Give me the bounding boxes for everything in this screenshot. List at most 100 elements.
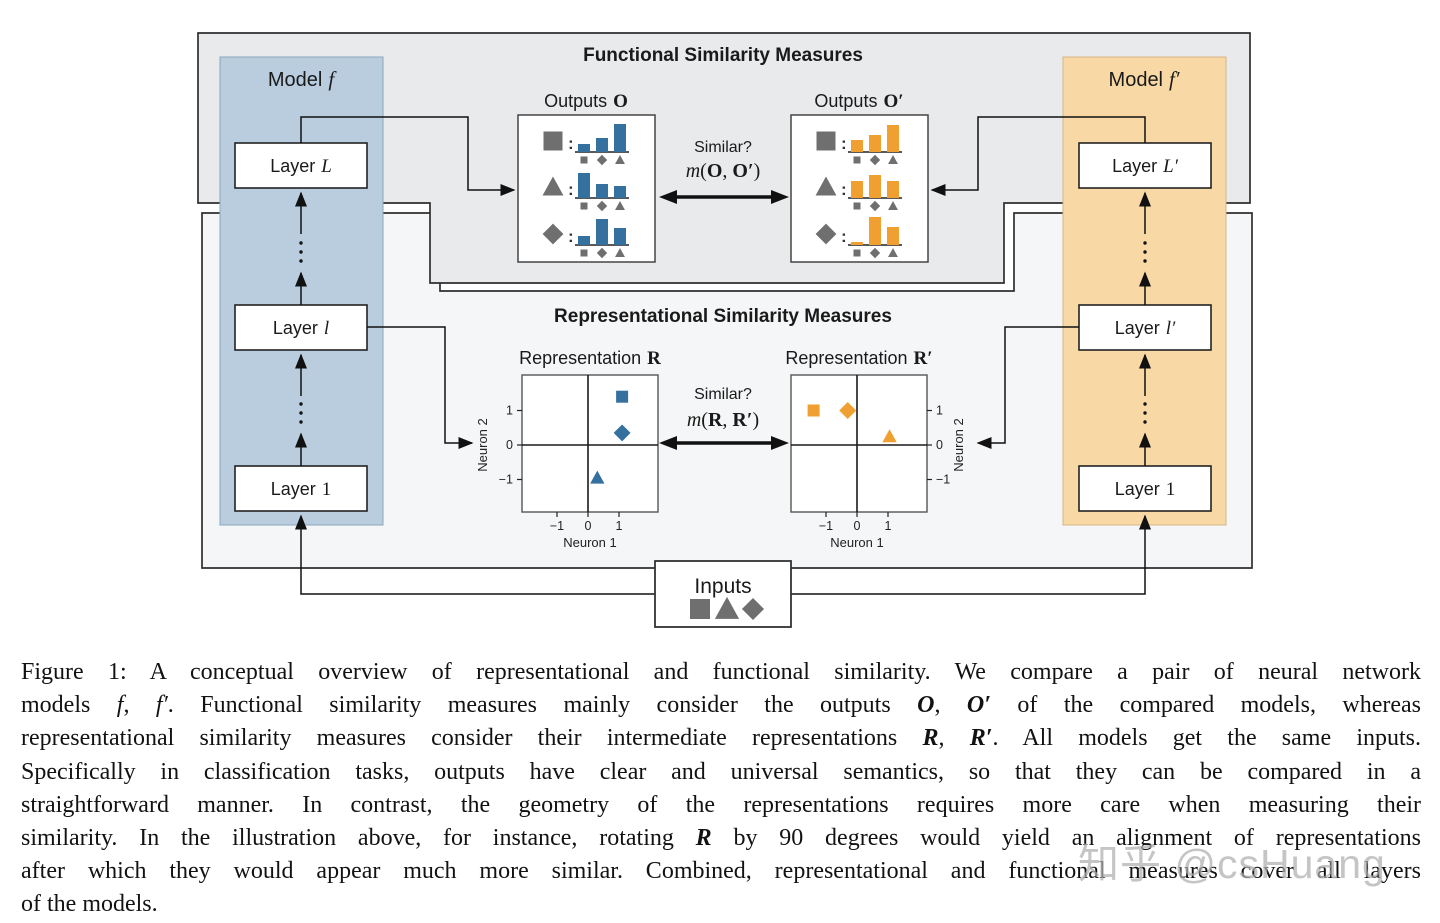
caption-line: straightforward manner. In contrast, the… [21,791,1421,818]
caption-line: models f, f′. Functional similarity meas… [21,692,1422,719]
x-tick-label: 1 [885,519,892,533]
bar [596,219,608,245]
triangle-icon [815,176,837,196]
colon: : [568,227,574,246]
square-icon [853,156,861,164]
similarity-diagram: Functional Similarity Measures Represent… [197,32,1253,628]
caption-line: similarity. In the illustration above, f… [21,825,1421,852]
layer-L-box [234,142,368,189]
layer-L-prime-to-outputs-arrow [930,116,1146,196]
bar [578,144,590,152]
ellipsis-dot [1143,402,1147,406]
colon: : [568,134,574,153]
diamond-icon [596,154,608,166]
square-icon [580,249,588,257]
layer-1-prime-box [1078,465,1212,512]
R-prime-ylabel: Neuron 2 [951,418,966,471]
triangle-icon [888,201,898,211]
functional-title: Functional Similarity Measures [583,45,863,66]
ellipsis-dot [1143,241,1147,245]
representation-R-prime-plot [790,374,928,513]
x-tick-label: −1 [819,519,833,533]
R-xlabel: Neuron 1 [563,535,616,550]
ellipsis-dot [299,420,303,424]
colon: : [568,180,574,199]
layer-l-prime-box [1078,304,1212,351]
triangle-icon [542,176,564,196]
bar [869,217,881,245]
similar-outputs-question: Similar? [694,139,752,156]
bar [596,138,608,152]
square-icon [853,249,861,257]
triangle-icon [882,429,897,443]
diamond-icon [839,402,857,419]
representation-R-plot [521,374,659,513]
bar [869,135,881,152]
figure-caption: Figure 1: A conceptual overview of repre… [21,656,1421,922]
ellipsis-dot [1143,420,1147,424]
layer-flow-arrows [295,191,1151,466]
y-tick-label: −1 [499,473,513,487]
square-icon [580,156,588,164]
layer-l-prime-to-representation-arrow [976,326,1079,449]
caption-line: of the models. [21,891,158,918]
bar [578,173,590,198]
diamond-icon [869,200,881,212]
caption-line: representational similarity measures con… [21,725,1421,752]
square-icon [580,202,588,210]
bar [851,181,863,198]
layer-l-to-representation-arrow [367,326,474,449]
triangle-icon [615,201,625,211]
R-prime-plot-points [807,402,897,443]
triangle-icon [615,155,625,165]
bar [869,175,881,198]
ellipsis-dot [299,402,303,406]
bar [614,228,626,245]
square-icon [690,599,710,619]
ellipsis-dot [1143,250,1147,254]
diamond-icon [596,200,608,212]
y-tick-label: 0 [506,438,513,452]
ellipsis-dot [1143,411,1147,415]
y-tick-label: 1 [936,404,943,418]
square-icon [807,404,820,417]
bar [614,124,626,152]
square-icon [543,131,563,151]
similar-reps-arrow [659,436,789,450]
square-icon [853,202,861,210]
diamond-icon [869,247,881,259]
inputs-shapes [690,596,765,621]
outputs-O-prime-charts: ::: [815,125,902,259]
R-ylabel: Neuron 2 [475,418,490,471]
square-icon [616,390,629,403]
R-prime-xlabel: Neuron 1 [830,535,883,550]
caption-line: Figure 1: A conceptual overview of repre… [21,659,1421,685]
diamond-icon [869,154,881,166]
diamond-icon [815,223,837,245]
x-tick-label: 0 [854,519,861,533]
layer-L-to-outputs-arrow [300,116,516,196]
inputs-label: Inputs [694,575,751,598]
caption-line: after which they would appear much more … [21,858,1421,885]
colon: : [841,180,847,199]
representational-title: Representational Similarity Measures [554,306,892,327]
triangle-icon [888,155,898,165]
triangle-icon [714,596,740,619]
colon: : [841,134,847,153]
triangle-icon [590,470,605,484]
y-tick-label: 1 [506,404,513,418]
bar [887,125,899,152]
colon: : [841,227,847,246]
ellipsis-dot [299,250,303,254]
bar [578,236,590,245]
